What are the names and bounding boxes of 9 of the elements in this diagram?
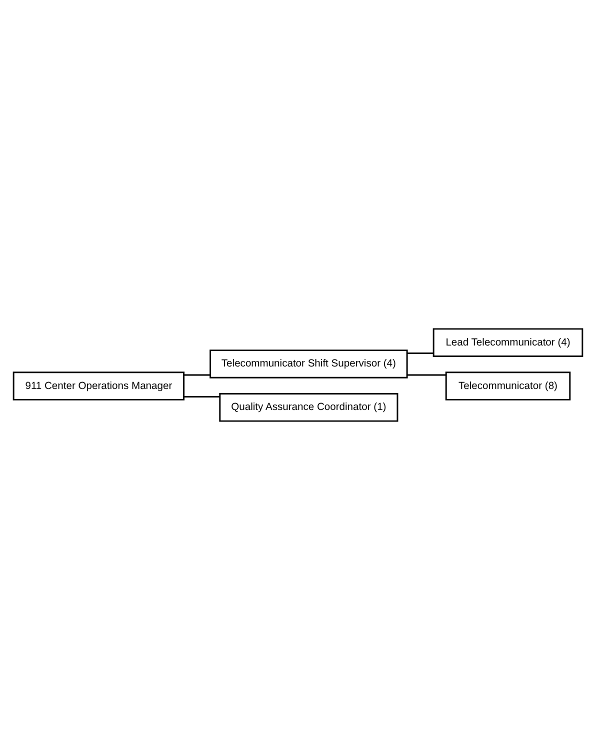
connector: [407, 374, 446, 376]
connector: [184, 396, 220, 398]
connector: [407, 352, 434, 354]
node-box: Telecommunicator (8): [445, 372, 571, 400]
node-box: Quality Assurance Coordinator (1): [219, 393, 398, 422]
node-box: Telecommunicator Shift Supervisor (4): [210, 350, 408, 378]
node-box: Lead Telecommunicator (4): [432, 328, 584, 357]
connector: [184, 374, 210, 376]
node-box: 911 Center Operations Manager: [12, 372, 185, 400]
